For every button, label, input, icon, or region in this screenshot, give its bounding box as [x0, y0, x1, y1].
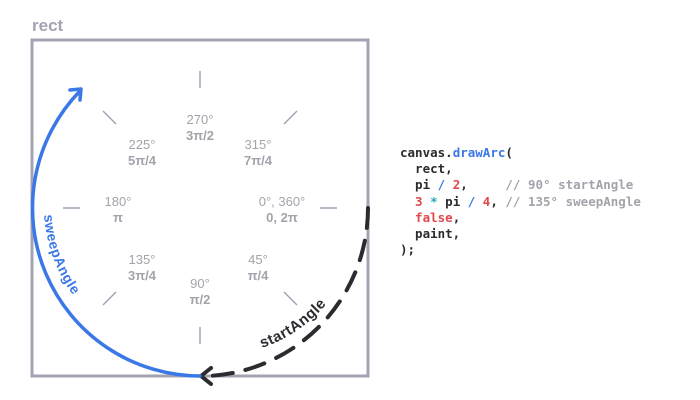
- angle-0-deg: 0°, 360°: [259, 194, 306, 209]
- angle-135-deg: 135°: [129, 252, 156, 267]
- code-arg-paint: paint,: [400, 226, 461, 242]
- sweep-angle-arrowhead-icon: [68, 87, 83, 102]
- angle-ticks: [63, 71, 337, 344]
- angle-225-rad: 5π/4: [128, 153, 157, 168]
- angle-45-rad: π/4: [248, 268, 270, 283]
- angle-135-rad: 3π/4: [128, 268, 157, 283]
- sweep-angle-label: sweepAngle: [41, 214, 84, 298]
- code-arg-rect: rect,: [400, 161, 453, 177]
- start-angle-label: startAngle: [257, 295, 329, 352]
- code-function: drawArc: [452, 145, 506, 160]
- code-operator: /: [437, 177, 446, 193]
- code-comma: ,: [460, 177, 506, 193]
- code-close: );: [400, 242, 416, 258]
- code-operator: /: [467, 193, 476, 209]
- angle-90-rad: π/2: [190, 292, 211, 307]
- code-object: canvas.: [400, 145, 453, 160]
- code-number: 2: [445, 177, 461, 193]
- start-angle-arc: [206, 206, 371, 378]
- angle-90-deg: 90°: [190, 276, 210, 291]
- angle-labels: 270° 3π/2 225° 5π/4 315° 7π/4 180° π 0°,…: [105, 112, 306, 307]
- code-arg-pi: pi: [400, 177, 438, 193]
- angle-180-deg: 180°: [105, 194, 132, 209]
- code-arg-false: false: [400, 209, 453, 225]
- angle-270-rad: 3π/2: [186, 128, 214, 143]
- code-number: 4: [475, 193, 491, 209]
- angle-45-deg: 45°: [248, 252, 268, 267]
- code-number: 3: [400, 193, 423, 209]
- angle-315-rad: 7π/4: [244, 153, 273, 168]
- sweep-angle-arc: [30, 90, 202, 378]
- code-paren: (: [505, 145, 513, 160]
- code-comment-start: // 90° startAngle: [505, 177, 634, 193]
- code-operator: *: [422, 193, 438, 209]
- angle-180-rad: π: [113, 210, 123, 225]
- angle-270-deg: 270°: [187, 112, 214, 127]
- code-comma: ,: [490, 193, 506, 209]
- code-comment-sweep: // 135° sweepAngle: [505, 193, 641, 209]
- code-comma: ,: [452, 209, 461, 225]
- angle-225-deg: 225°: [129, 137, 156, 152]
- rect-label: rect: [32, 16, 64, 35]
- angle-315-deg: 315°: [245, 137, 272, 152]
- angle-0-rad: 0, 2π: [266, 210, 298, 225]
- code-snippet: canvas.drawArc( rect, pi / 2, // 90° sta…: [400, 145, 641, 258]
- code-arg-pi: pi: [437, 193, 468, 209]
